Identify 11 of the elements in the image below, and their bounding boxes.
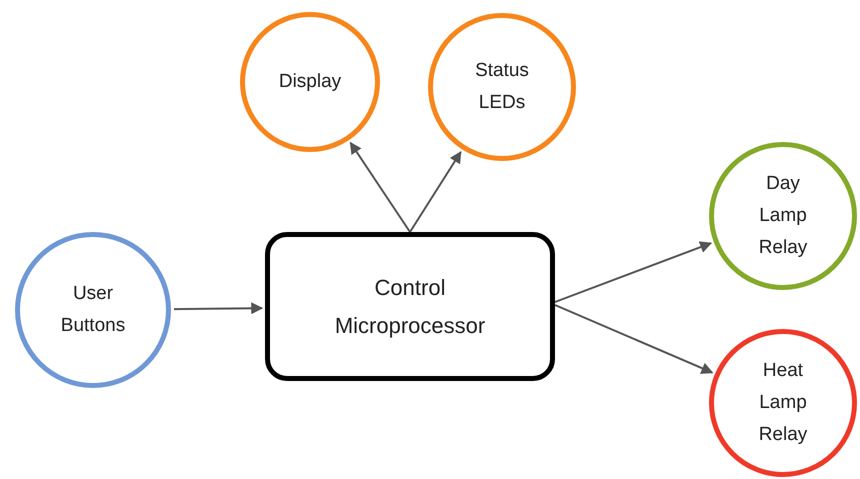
arrow	[409, 151, 462, 233]
arrow	[174, 302, 264, 314]
process-box	[265, 232, 555, 381]
arrow	[350, 142, 411, 233]
node-label: Day Lamp Relay	[758, 172, 808, 260]
arrow	[554, 241, 712, 303]
node-label: Heat Lamp Relay	[758, 358, 808, 448]
node-label: Status LEDs	[474, 58, 530, 115]
node-label: Display	[278, 70, 342, 94]
node-label: Control Microprocessor	[334, 274, 486, 340]
node-label: User Buttons	[60, 282, 126, 338]
